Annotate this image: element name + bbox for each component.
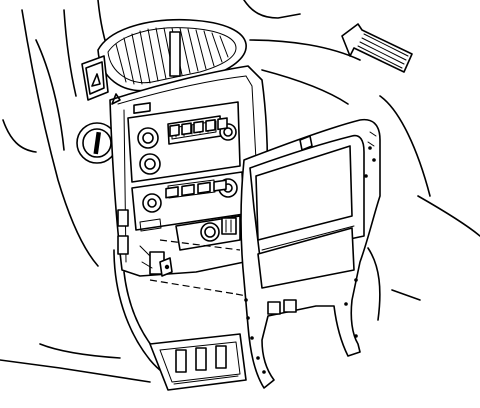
key-slot-icon	[93, 131, 102, 155]
removal-direction-arrow	[341, 23, 413, 73]
radio-knob-lower	[139, 153, 161, 175]
ignition-switch	[76, 122, 118, 164]
dashboard	[0, 0, 480, 383]
climate-control-unit	[131, 171, 245, 232]
radio-knob-left	[137, 127, 159, 149]
radio-unit	[127, 101, 241, 183]
lower-console-support	[113, 249, 247, 391]
climate-knob-left	[142, 193, 162, 213]
lower-pocket	[175, 215, 241, 251]
hazard-switch	[81, 55, 109, 101]
left-connectors	[117, 209, 173, 277]
triangle-icon	[91, 73, 101, 87]
retaining-clips	[244, 146, 376, 374]
climate-buttons	[165, 179, 227, 199]
trim-switch-pair	[267, 299, 297, 315]
radio-preset-buttons	[169, 117, 228, 137]
instrument-panel-trim-plate	[240, 118, 381, 389]
